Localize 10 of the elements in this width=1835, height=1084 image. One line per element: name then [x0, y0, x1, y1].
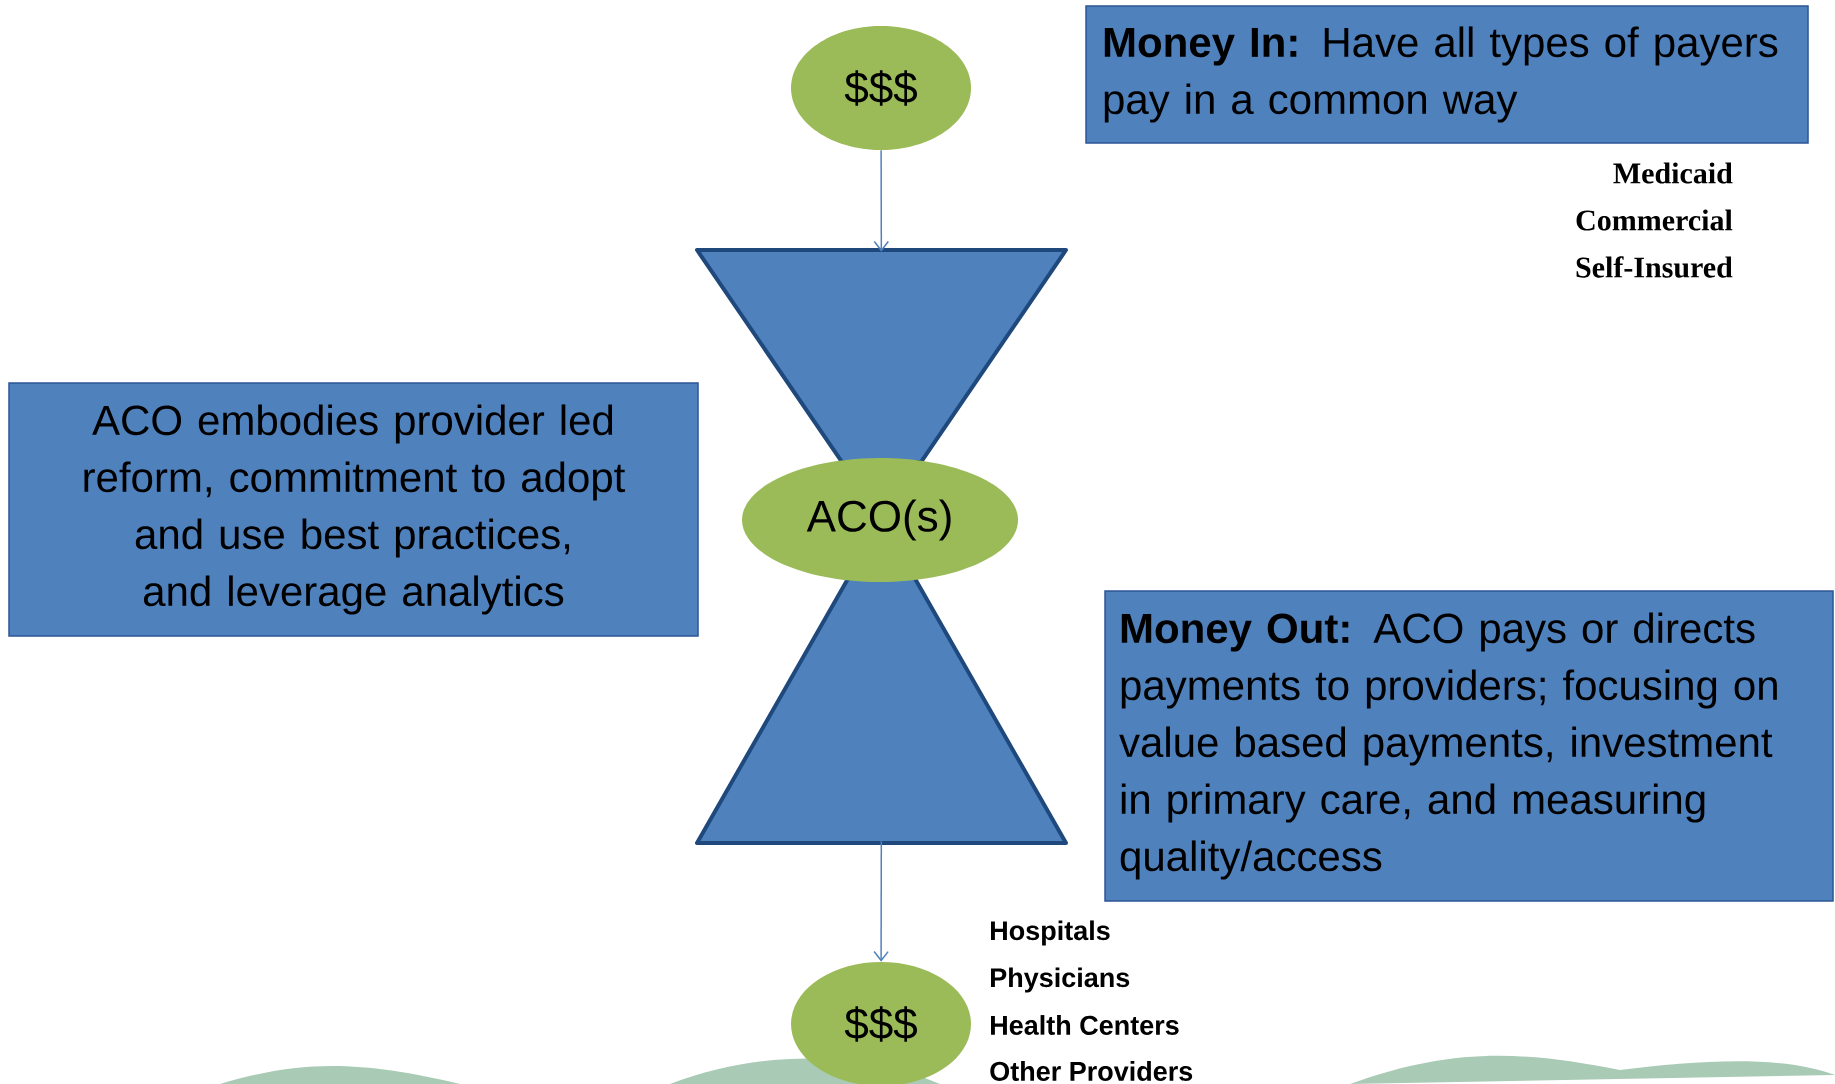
- arrow: [873, 840, 889, 962]
- text-box: ACO embodies provider led reform, commitment to adopt and use best practices, and leverage analytics: [8, 382, 699, 637]
- text-box: Money Out: ACO pays or directs payments to providers; focusing on value based payments, investment in primary care, and measuring quality/access: [1104, 590, 1834, 902]
- arrow: [873, 149, 890, 252]
- payer-label: Self-Insured: [1576, 256, 1733, 278]
- provider-label: Physicians: [991, 967, 1130, 993]
- funnel-triangle: [695, 248, 1068, 464]
- provider-label: Hospitals: [991, 920, 1110, 946]
- payer-label: Commercial: [1576, 209, 1733, 231]
- text-box: Money In: Have all types of payers pay in a common way: [1085, 5, 1809, 144]
